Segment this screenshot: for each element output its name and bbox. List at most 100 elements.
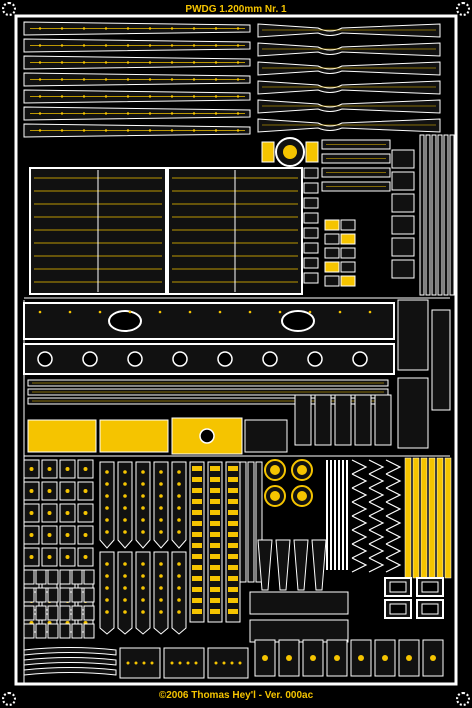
etched-part xyxy=(71,623,83,639)
round-badge xyxy=(297,491,307,501)
etched-part xyxy=(228,565,238,570)
etched-hole xyxy=(105,562,109,566)
etched-hole xyxy=(105,530,109,534)
etched-hole xyxy=(170,129,174,132)
round-badge xyxy=(297,465,307,475)
etched-part xyxy=(412,457,420,579)
etched-part xyxy=(228,609,238,614)
etched-hole xyxy=(192,44,196,47)
etched-part xyxy=(351,557,368,573)
etched-hole xyxy=(236,27,240,30)
etched-hole xyxy=(141,562,145,566)
etched-part xyxy=(47,587,59,603)
etched-part xyxy=(389,581,407,593)
etched-hole xyxy=(142,661,146,665)
etched-part xyxy=(368,515,385,531)
etched-hole xyxy=(262,655,268,661)
etched-hole xyxy=(222,661,226,665)
etched-part xyxy=(340,275,356,287)
etched-hole xyxy=(38,95,42,98)
etched-part xyxy=(385,557,402,573)
etched-hole xyxy=(192,112,196,115)
etched-part xyxy=(210,499,220,504)
etched-hole xyxy=(170,661,174,665)
etched-hole xyxy=(105,470,109,474)
etched-hole xyxy=(192,78,196,81)
etched-hole xyxy=(123,506,127,510)
etched-part xyxy=(351,543,368,559)
etched-part xyxy=(257,539,273,591)
etched-hole xyxy=(47,511,52,515)
copyright-notice: ©2006 Thomas Hey'l - Ver. 000ac xyxy=(158,690,314,701)
etched-hole xyxy=(310,655,316,661)
etched-hole xyxy=(177,494,181,498)
etched-part xyxy=(83,623,95,639)
brass-plate xyxy=(99,419,169,453)
etched-part xyxy=(385,473,402,489)
etched-hole xyxy=(141,586,145,590)
etched-part xyxy=(444,457,452,579)
etched-hole xyxy=(278,310,282,314)
etched-hole xyxy=(148,27,152,30)
etched-part xyxy=(192,587,202,592)
etched-part xyxy=(255,461,263,583)
etched-hole xyxy=(141,482,145,486)
etched-hole xyxy=(236,129,240,132)
etched-part xyxy=(437,134,443,296)
fret-frame xyxy=(14,14,458,686)
etched-hole xyxy=(217,351,233,367)
etched-part xyxy=(228,554,238,559)
etched-hole xyxy=(60,78,64,81)
etched-hole xyxy=(368,310,372,314)
etched-part xyxy=(436,457,444,579)
etched-hole xyxy=(29,511,34,515)
etched-part xyxy=(391,237,415,257)
etched-hole xyxy=(65,533,70,537)
etched-hole xyxy=(177,562,181,566)
etched-part xyxy=(228,598,238,603)
etched-part xyxy=(326,460,328,570)
etched-hole xyxy=(141,506,145,510)
etched-hole xyxy=(170,95,174,98)
etched-part xyxy=(249,619,349,643)
etched-part xyxy=(351,501,368,517)
etched-hole xyxy=(236,112,240,115)
etched-part xyxy=(257,80,441,95)
etched-part xyxy=(23,657,117,666)
etched-hole xyxy=(194,661,198,665)
etched-hole xyxy=(105,610,109,614)
etched-part xyxy=(210,609,220,614)
etched-part xyxy=(228,488,238,493)
etched-hole xyxy=(29,533,34,537)
etched-part xyxy=(275,539,291,591)
etched-hole xyxy=(170,112,174,115)
etched-part xyxy=(210,488,220,493)
corner-rosette-icon xyxy=(2,2,16,16)
etched-hole xyxy=(60,112,64,115)
etched-part xyxy=(421,581,439,593)
etched-hole xyxy=(214,61,218,64)
etched-part xyxy=(404,457,412,579)
etched-hole xyxy=(82,44,86,47)
etched-part xyxy=(192,609,202,614)
keel-strip xyxy=(23,302,395,340)
etched-part xyxy=(351,487,368,503)
etched-part xyxy=(324,261,340,273)
etched-part xyxy=(374,394,392,446)
etched-hole xyxy=(29,555,34,559)
etched-hole xyxy=(148,112,152,115)
etched-hole xyxy=(126,112,130,115)
etched-part xyxy=(23,587,35,603)
etched-part xyxy=(210,466,220,471)
etched-part xyxy=(47,623,59,639)
etched-hole xyxy=(65,511,70,515)
etched-hole xyxy=(148,44,152,47)
etched-part xyxy=(47,569,59,585)
etched-hole xyxy=(60,44,64,47)
etched-hole xyxy=(47,467,52,471)
etched-hole xyxy=(159,598,163,602)
etched-part xyxy=(391,149,415,169)
etched-hole xyxy=(262,351,278,367)
etched-part xyxy=(171,461,187,549)
etched-hole xyxy=(307,351,323,367)
